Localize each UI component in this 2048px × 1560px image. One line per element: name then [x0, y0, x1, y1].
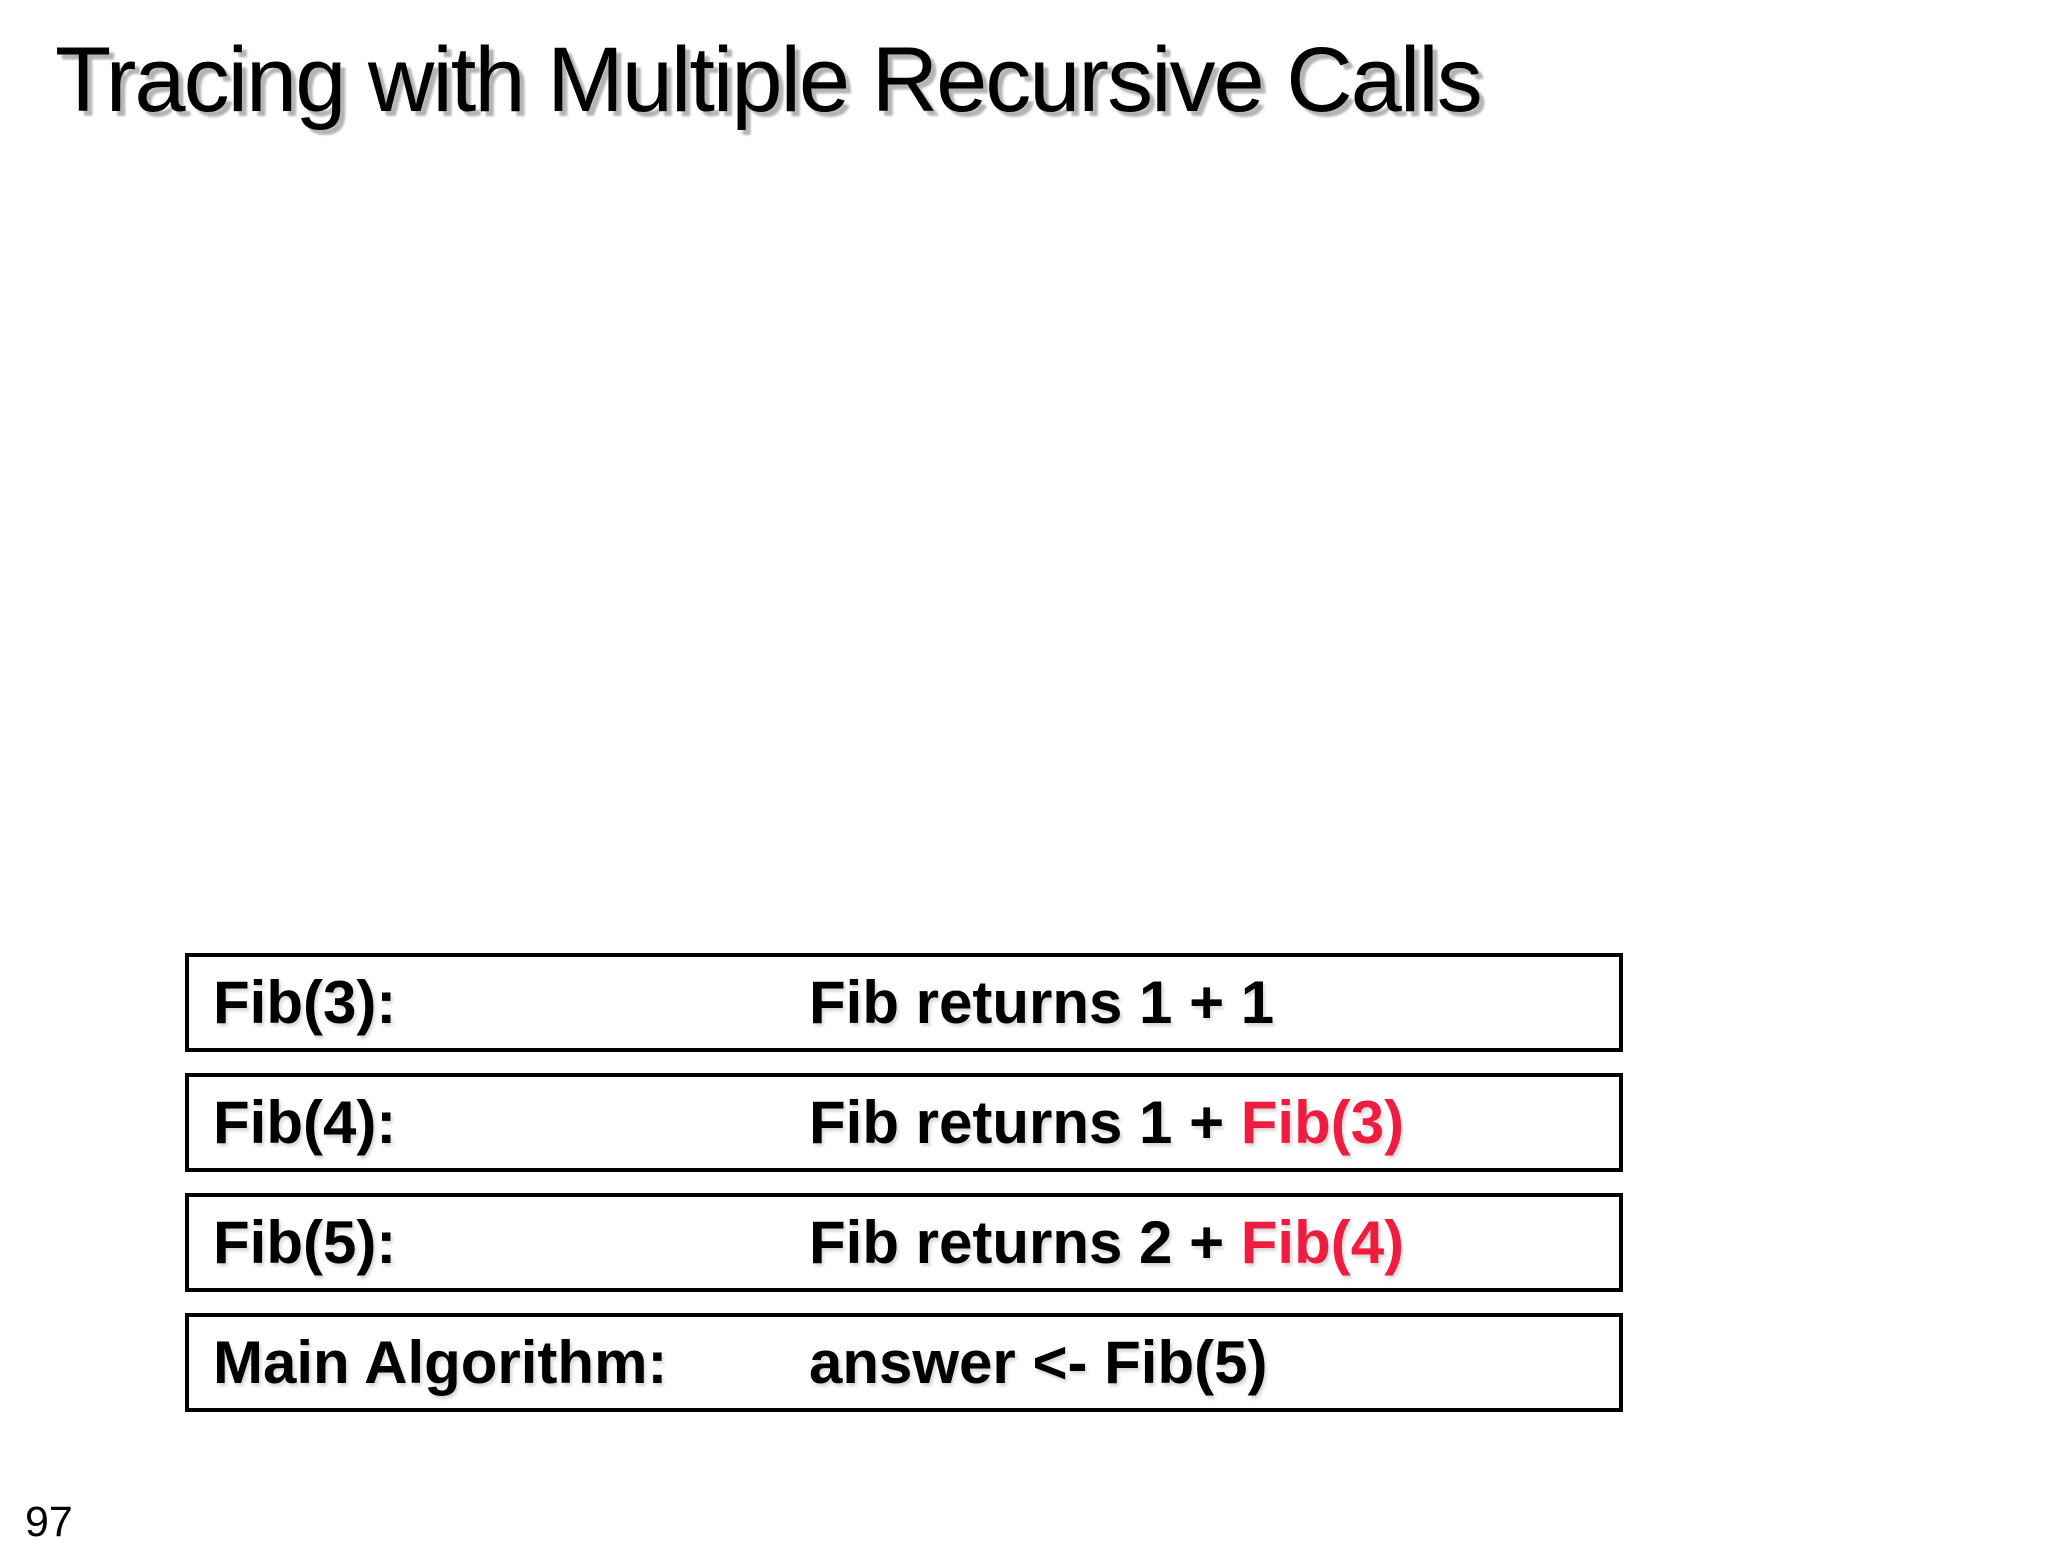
trace-label: Fib(5):: [213, 1209, 397, 1276]
trace-label: Fib(3):: [213, 969, 397, 1036]
trace-result-text: Fib returns 1 +: [809, 1089, 1241, 1156]
trace-result: answer <- Fib(5): [809, 1328, 1267, 1397]
trace-result-highlight: Fib(3): [1240, 1089, 1405, 1156]
trace-box-fib3: Fib(3): Fib returns 1 + 1: [185, 953, 1623, 1052]
trace-result: Fib returns 1 + Fib(3): [809, 1088, 1404, 1157]
slide-title: Tracing with Multiple Recursive Calls: [55, 29, 1483, 131]
trace-box-main-algorithm: Main Algorithm: answer <- Fib(5): [185, 1313, 1623, 1412]
trace-label: Main Algorithm:: [213, 1329, 668, 1396]
trace-result: Fib returns 1 + 1: [809, 968, 1274, 1037]
trace-label: Fib(4):: [213, 1089, 397, 1156]
trace-result-text: answer <- Fib(5): [809, 1329, 1268, 1396]
trace-box-fib4: Fib(4): Fib returns 1 + Fib(3): [185, 1073, 1623, 1172]
page-number: 97: [25, 1498, 73, 1546]
trace-result-text: Fib returns 1 + 1: [809, 969, 1275, 1036]
recursion-trace-stack: Fib(3): Fib returns 1 + 1 Fib(4): Fib re…: [185, 953, 1623, 1433]
trace-result: Fib returns 2 + Fib(4): [809, 1208, 1404, 1277]
trace-box-fib5: Fib(5): Fib returns 2 + Fib(4): [185, 1193, 1623, 1292]
trace-result-highlight: Fib(4): [1240, 1209, 1405, 1276]
trace-result-text: Fib returns 2 +: [809, 1209, 1241, 1276]
